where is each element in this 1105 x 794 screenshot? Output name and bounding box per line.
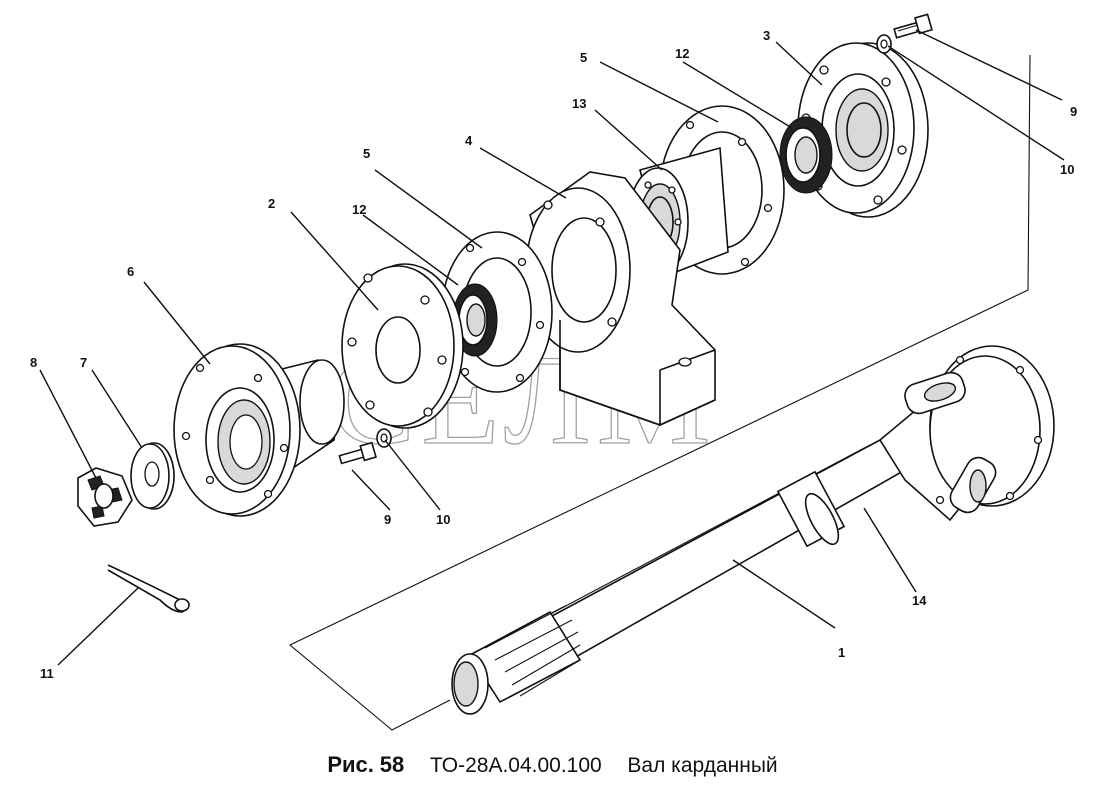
part-10-washer-upper (876, 34, 892, 54)
part-9-bolt-upper (893, 13, 933, 39)
part-6-flange-hub (173, 343, 345, 517)
callout-2: 2 (268, 196, 275, 211)
callout-9-lower: 9 (384, 512, 391, 527)
callout-10-lower: 10 (436, 512, 450, 527)
part-2-flange-plate (341, 263, 464, 429)
callout-6: 6 (127, 264, 134, 279)
callout-9-upper: 9 (1070, 104, 1077, 119)
callout-12-lower: 12 (352, 202, 366, 217)
part-14-universal-joint (878, 345, 1055, 522)
callout-12-upper: 12 (675, 46, 689, 61)
part-8-castle-nut (77, 467, 133, 527)
part-code: ТО-28А.04.00.100 (429, 754, 602, 777)
part-7-washer (130, 442, 175, 510)
part-11-cotter-pin (107, 564, 190, 613)
assembly-frame (288, 54, 1031, 731)
callout-8: 8 (30, 355, 37, 370)
part-4-bearing-housing (525, 171, 716, 427)
callout-5-lower: 5 (363, 146, 370, 161)
callout-3: 3 (763, 28, 770, 43)
part-1-shaft (451, 438, 907, 715)
callout-14: 14 (912, 593, 927, 608)
part-12-seal-ring-lower (452, 283, 498, 357)
callout-13: 13 (572, 96, 586, 111)
callout-numbers: 1 2 3 4 5 5 6 7 8 9 9 10 10 11 12 12 13 … (30, 28, 1077, 681)
callout-11: 11 (40, 666, 54, 681)
part-9-bolt-lower (338, 441, 377, 465)
part-title: Вал карданный (627, 754, 778, 777)
figure-label: Рис. (327, 752, 374, 777)
figure-number: 58 (379, 752, 405, 777)
leader-lines (39, 29, 1065, 666)
callout-4: 4 (465, 133, 473, 148)
callout-10-upper: 10 (1060, 162, 1074, 177)
callout-7: 7 (80, 355, 87, 370)
callout-5-upper: 5 (580, 50, 587, 65)
figure-caption: Рис. 58 ТО-28А.04.00.100 Вал карданный (0, 752, 1105, 778)
callout-1: 1 (838, 645, 845, 660)
part-3-bearing-cap (797, 42, 929, 218)
part-12-seal-ring-upper (779, 116, 833, 194)
